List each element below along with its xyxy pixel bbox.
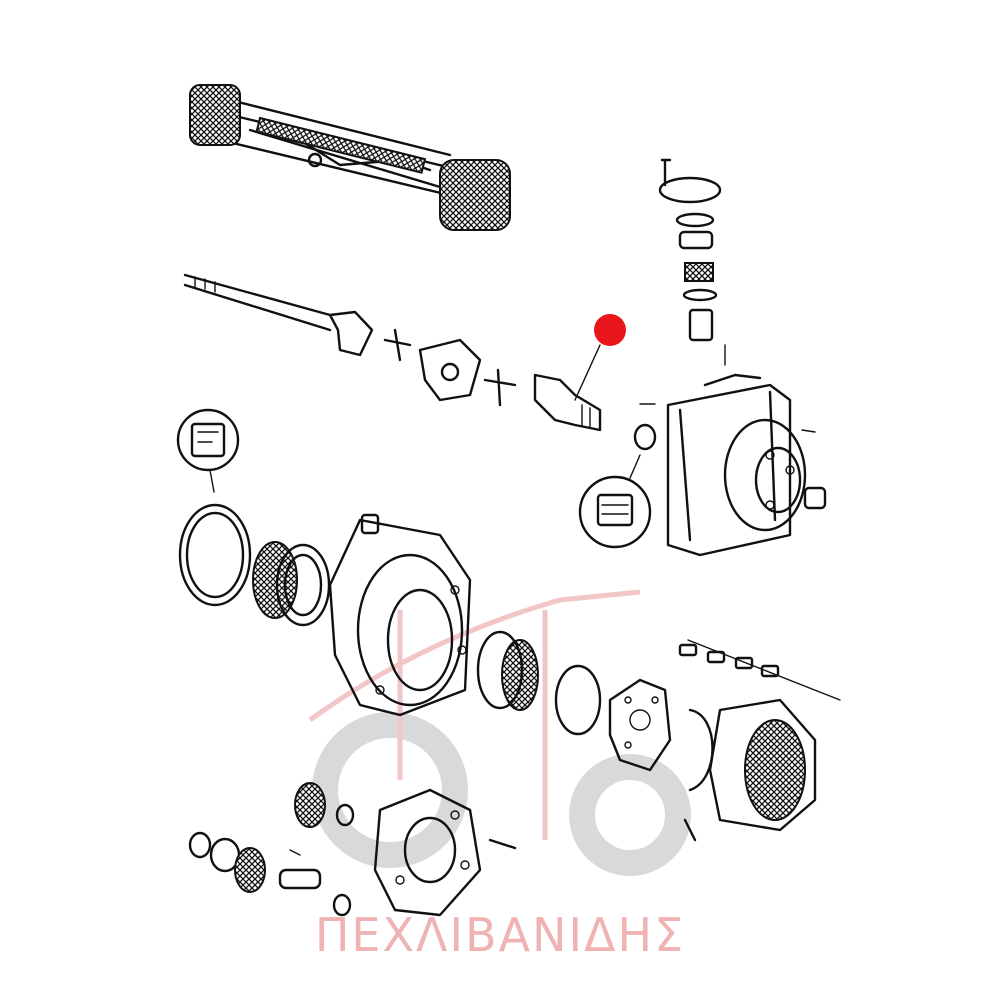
planet-gear-top (294, 782, 326, 828)
circlip (688, 708, 714, 792)
highlight-marker (594, 314, 626, 346)
planet-pin (278, 868, 322, 890)
upper-seal (675, 212, 715, 228)
upper-bearing (678, 230, 714, 250)
pin-4 (760, 664, 780, 678)
shaft-seal (633, 423, 657, 451)
ring-detail-callout-left (176, 408, 240, 493)
snap-ring (554, 664, 602, 736)
sun-gear-carrier (608, 678, 672, 772)
planet-carrier-group (188, 782, 517, 917)
cross-joint-right (483, 368, 517, 407)
carrier-bolt (488, 838, 517, 850)
ring-gear-bolt (683, 818, 697, 842)
watermark-logo (308, 589, 691, 876)
double-yoke (418, 338, 482, 402)
hub-carrier (328, 518, 472, 717)
highlight-leader-line (574, 344, 601, 401)
hub-bearing-group (178, 503, 602, 736)
top-cap (658, 176, 722, 204)
large-seal-ring (178, 503, 252, 607)
watermark-mark (308, 589, 641, 840)
seal-detail-callout-right (578, 454, 652, 549)
planetary-group (608, 639, 841, 842)
wheel-hub-right (439, 159, 511, 231)
knuckle-body (666, 383, 792, 557)
taper-roller-bearing (684, 262, 714, 282)
drive-shaft-assembly (183, 273, 657, 451)
steering-knuckle-housing (639, 158, 827, 557)
pin-2 (706, 650, 726, 664)
bushing (803, 486, 827, 510)
watermark-gear-left (312, 712, 468, 868)
pin-1 (678, 643, 698, 657)
thrust-washer (188, 831, 212, 859)
watermark-text: ΠΕΧΛΙΒΑΝΙΔΗΣ (314, 908, 686, 962)
cross-joint-left (383, 328, 412, 362)
axle-overview (189, 84, 511, 231)
pin-3 (734, 656, 754, 670)
watermark-gear-right (569, 754, 691, 876)
axle-beam (255, 116, 427, 174)
spindle-bore (754, 446, 802, 514)
ring-gear (708, 698, 817, 832)
o-ring-top (682, 288, 718, 302)
breather-plug (360, 513, 380, 535)
wheel-hub-left (189, 84, 241, 146)
axle-shaft (183, 273, 332, 317)
roller-bearing-outer (501, 639, 539, 711)
king-pin-bolt (660, 158, 672, 187)
planet-gear-bottom (234, 847, 266, 893)
spindle-face (723, 418, 807, 532)
stub-shaft-yoke (533, 373, 602, 432)
yoke-left (328, 310, 374, 357)
king-pin (688, 308, 714, 342)
planet-carrier (373, 788, 482, 917)
